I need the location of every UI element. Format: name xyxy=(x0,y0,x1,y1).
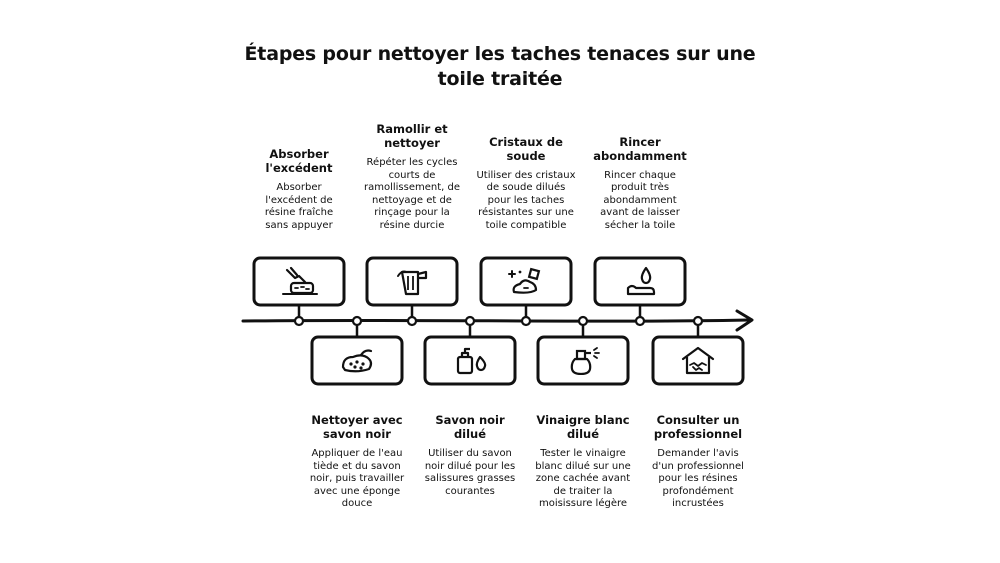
step-title: Absorber l'excédent xyxy=(265,147,333,175)
step-8-marker xyxy=(651,315,745,386)
step-description: Répéter les cycles courts de ramollissem… xyxy=(363,157,460,231)
timeline-arrowhead xyxy=(735,309,754,332)
step-description: Utiliser du savon noir dilué pour les sa… xyxy=(424,448,516,497)
step-3: Ramollir et nettoyer Répéter les cycles … xyxy=(362,110,462,232)
step-4: Savon noir dilué Utiliser du savon noir … xyxy=(418,413,522,498)
step-1-marker xyxy=(252,256,346,327)
step-6: Vinaigre blanc dilué Tester le vinaigre … xyxy=(531,413,635,511)
step-description: Tester le vinaigre blanc dilué sur une z… xyxy=(535,448,631,509)
step-description: Demander l'avis d'un professionnel pour … xyxy=(652,448,744,509)
step-description: Rincer chaque produit très abondamment a… xyxy=(600,169,680,231)
step-7: Rincer abondamment Rincer chaque produit… xyxy=(588,110,692,232)
step-8: Consulter un professionnel Demander l'av… xyxy=(646,413,750,511)
step-2-marker xyxy=(310,315,404,386)
step-description: Absorber l'excédent de résine fraîche sa… xyxy=(264,182,334,231)
step-5-marker xyxy=(479,256,573,327)
step-1: Absorber l'excédent Absorber l'excédent … xyxy=(252,110,346,232)
step-title: Nettoyer avec savon noir xyxy=(311,413,403,441)
step-title: Rincer abondamment xyxy=(593,134,687,163)
step-6-marker xyxy=(536,315,630,386)
step-description: Utiliser des cristaux de soude dilués po… xyxy=(476,169,576,231)
step-2: Nettoyer avec savon noir Appliquer de l'… xyxy=(305,413,409,511)
step-5: Cristaux de soude Utiliser des cristaux … xyxy=(476,100,576,232)
step-title: Cristaux de soude xyxy=(489,134,563,163)
timeline-line xyxy=(241,318,750,323)
step-description: Appliquer de l'eau tiède et du savon noi… xyxy=(309,448,405,509)
step-title: Vinaigre blanc dilué xyxy=(536,413,630,441)
step-3-marker xyxy=(365,256,459,327)
step-title: Consulter un professionnel xyxy=(653,413,743,441)
step-title: Savon noir dilué xyxy=(435,413,505,441)
step-4-marker xyxy=(423,315,517,386)
page-title: Étapes pour nettoyer les taches tenaces … xyxy=(244,43,756,90)
step-title: Ramollir et nettoyer xyxy=(376,122,448,150)
step-7-marker xyxy=(593,256,687,327)
